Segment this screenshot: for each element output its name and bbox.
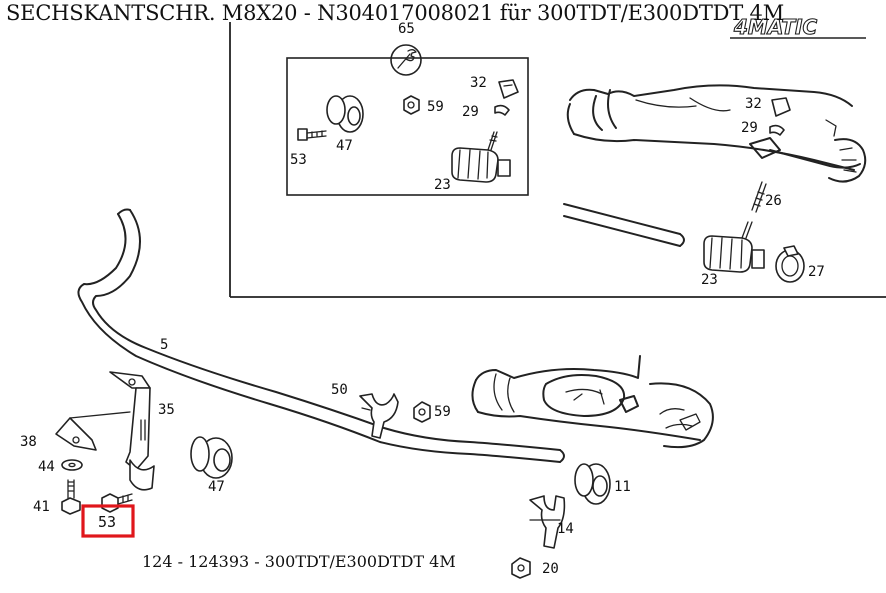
callout-41: 41	[33, 499, 50, 515]
page-title: SECHSKANTSCHR. M8X20 - N304017008021 für…	[6, 1, 785, 25]
rubber-bushing-47	[190, 436, 233, 479]
clip-29-small	[494, 104, 510, 116]
callout-65: 65	[398, 21, 415, 37]
callout-47-small: 47	[336, 138, 353, 154]
callout-50: 50	[331, 382, 348, 398]
rubber-bushing-47-small	[326, 95, 364, 133]
callout-53-small: 53	[290, 152, 307, 168]
callout-32-inset: 32	[745, 96, 762, 112]
bolt-41	[61, 479, 81, 515]
4matic-logo: 4MATIC	[730, 14, 866, 40]
nut-59-small	[403, 95, 420, 115]
washer-44	[61, 459, 83, 471]
front-axle-carrier	[471, 355, 714, 449]
clamp-50	[359, 393, 399, 439]
clamp-14	[529, 495, 566, 549]
callout-14: 14	[557, 521, 574, 537]
rubber-bushing-11	[574, 463, 611, 505]
callout-27: 27	[808, 264, 825, 280]
bracket-38	[55, 411, 131, 451]
logo-text: 4MATIC	[733, 15, 817, 39]
diagram-caption: 124 - 124393 - 300TDT/E300DTDT 4M	[142, 552, 456, 571]
bracket-35	[109, 371, 155, 491]
callout-5: 5	[160, 337, 168, 353]
stabilizer-bar-5	[77, 208, 565, 463]
callout-38: 38	[20, 434, 37, 450]
small-parts-box	[286, 57, 529, 196]
callout-23-small: 23	[434, 177, 451, 193]
inset-axle-assembly	[563, 84, 867, 283]
callout-47: 47	[208, 479, 225, 495]
callout-26: 26	[765, 193, 782, 209]
callout-35: 35	[158, 402, 175, 418]
callout-29-inset: 29	[741, 120, 758, 136]
callout-59-small: 59	[427, 99, 444, 115]
bolt-53-small	[297, 128, 327, 141]
callout-20: 20	[542, 561, 559, 577]
callout-44: 44	[38, 459, 55, 475]
wrench-icon	[390, 44, 422, 76]
tie-rod-end-23-small	[451, 131, 511, 183]
nut-20	[511, 557, 531, 579]
callout-53[interactable]: 53	[98, 513, 116, 531]
callout-59: 59	[434, 404, 451, 420]
highlight-box-53[interactable]	[81, 504, 135, 538]
nut-59	[413, 401, 431, 423]
callout-29-small: 29	[462, 104, 479, 120]
callout-23-inset: 23	[701, 272, 718, 288]
callout-11: 11	[614, 479, 631, 495]
bolt-53	[101, 493, 133, 513]
inset-frame	[229, 22, 886, 298]
rubber-32-small	[498, 79, 519, 99]
callout-32-small: 32	[470, 75, 487, 91]
